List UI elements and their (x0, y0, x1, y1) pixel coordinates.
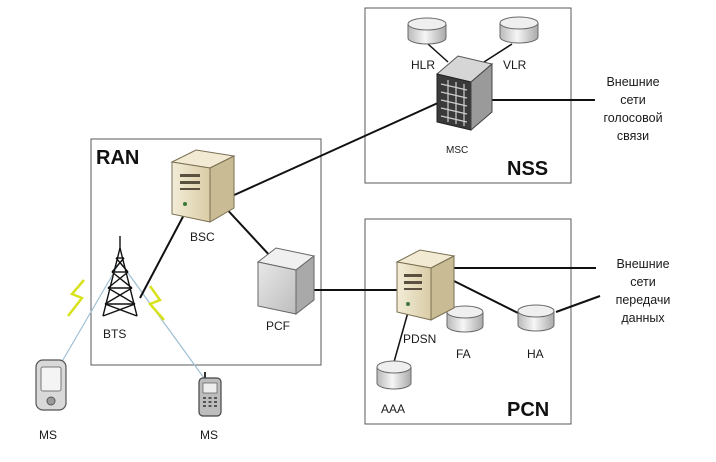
radio-link-left (59, 261, 121, 366)
link-bsc-pcf (221, 203, 273, 259)
external-data-network-label: Внешние сети передачи данных (616, 257, 671, 325)
voice-label-line-3: голосовой (603, 111, 662, 125)
ha-database-icon (517, 304, 555, 332)
pcn-region-box (364, 218, 572, 425)
fa-database-icon (446, 305, 484, 333)
pcf-unit-icon (256, 247, 316, 316)
ms-phone-icon (198, 372, 222, 417)
lightning-left-icon (67, 279, 85, 317)
link-bsc-msc (231, 101, 441, 197)
data-label-line-4: данных (621, 311, 665, 325)
nss-region-label: NSS (507, 158, 548, 180)
pdsn-server-icon (395, 249, 456, 321)
link-ha-external-data (555, 295, 601, 313)
data-label-line-2: сети (630, 275, 656, 289)
voice-label-line-2: сети (620, 93, 646, 107)
pdsn-label: PDSN (403, 332, 436, 346)
bsc-label: BSC (190, 230, 215, 244)
external-voice-network-label: Внешние сети голосовой связи (603, 75, 662, 143)
vlr-label: VLR (503, 58, 527, 72)
bts-tower-icon (102, 236, 138, 317)
link-hlr-msc (427, 43, 449, 63)
msc-label: MSC (446, 145, 468, 156)
msc-switch-icon (435, 55, 494, 132)
radio-link-right (119, 261, 205, 379)
data-label-line-1: Внешние (616, 257, 669, 271)
ran-region-label: RAN (96, 147, 139, 169)
bts-label: BTS (103, 327, 126, 341)
pcf-label: PCF (266, 319, 290, 333)
aaa-label: AAA (381, 402, 405, 416)
fa-label: FA (456, 347, 471, 361)
pcn-region-label: PCN (507, 399, 549, 421)
data-label-line-3: передачи (616, 293, 671, 307)
aaa-database-icon (376, 360, 412, 390)
ms-right-label: MS (200, 428, 218, 442)
hlr-database-icon (407, 17, 447, 45)
ms-pda-icon (35, 359, 67, 411)
ran-region-box (90, 138, 322, 366)
link-pdsn-ha (451, 279, 519, 314)
ha-label: HA (527, 347, 544, 361)
ms-left-label: MS (39, 428, 57, 442)
voice-label-line-1: Внешние (606, 75, 659, 89)
hlr-label: HLR (411, 58, 435, 72)
voice-label-line-4: связи (617, 129, 649, 143)
nss-region-box (364, 7, 572, 184)
link-vlr-msc (483, 43, 513, 63)
bsc-server-icon (170, 149, 236, 223)
vlr-database-icon (499, 16, 539, 44)
lightning-right-icon (147, 285, 165, 321)
